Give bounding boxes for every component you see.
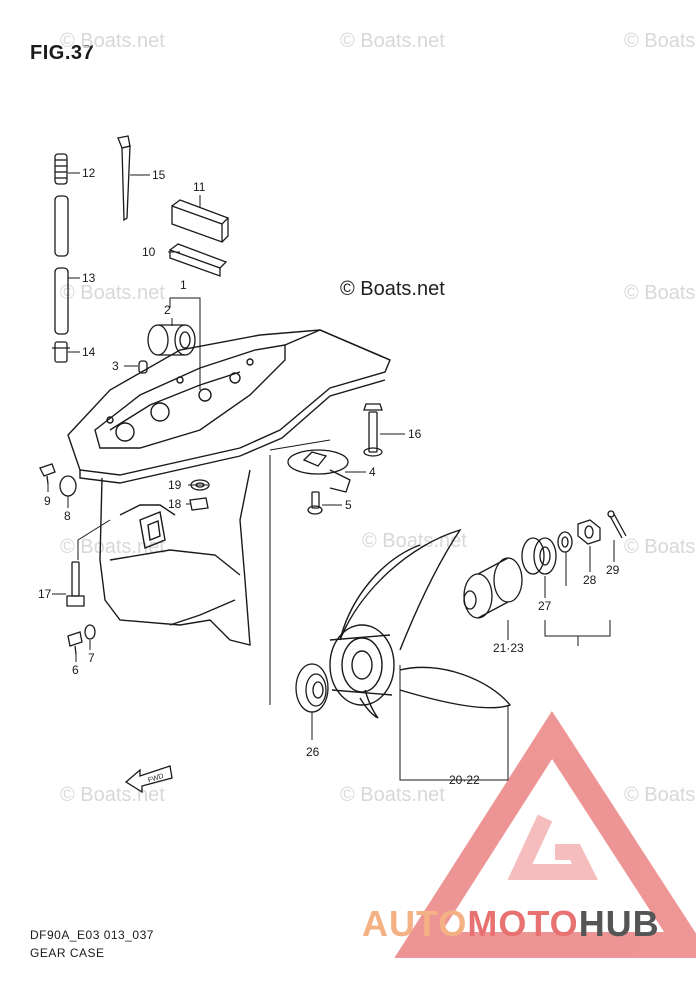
brand-wordmark: AUTOMOTOHUB <box>362 903 660 945</box>
trim-tab-icon <box>287 449 351 493</box>
callout-26: 28 <box>583 573 597 587</box>
callout-21-23: 21·23 <box>493 641 524 655</box>
anode-icon <box>189 497 209 511</box>
callout-17: 17 <box>38 587 52 601</box>
cotter-pin-icon <box>607 510 627 539</box>
shim-icon <box>169 243 228 277</box>
watermark: © Boats.net <box>624 536 696 558</box>
figure-title: FIG.37 <box>30 42 95 64</box>
bolt-icon <box>363 403 383 457</box>
watermark: © Boats.net <box>340 784 445 806</box>
gear-case-icon <box>67 329 391 646</box>
callout-4: 4 <box>369 465 376 479</box>
callout-2: 2 <box>164 303 171 317</box>
grommet-icon <box>52 341 70 363</box>
brand-part-1: AUTO <box>362 903 468 944</box>
block-icon <box>171 199 230 243</box>
bolt-icon <box>307 491 323 515</box>
watermark: © Boats.net <box>60 536 165 558</box>
callout-16: 16 <box>408 427 422 441</box>
callout-9: 9 <box>44 494 51 508</box>
nut-icon <box>577 519 601 545</box>
spacer-icon <box>521 537 557 575</box>
watermark: © Boats.net <box>60 282 165 304</box>
callout-6: 6 <box>72 663 79 677</box>
main-watermark: © Boats.net <box>340 278 445 300</box>
callout-3: 3 <box>112 359 119 373</box>
callout-1: 1 <box>180 278 187 292</box>
callout-14: 14 <box>82 345 96 359</box>
thrust-washer-icon <box>295 663 329 713</box>
spacer-icon <box>59 475 77 497</box>
hub-icon <box>463 557 523 619</box>
fwd-label: FWD <box>147 773 164 785</box>
callout-19: 19 <box>168 478 182 492</box>
diagram-name: GEAR CASE <box>30 946 105 960</box>
bolt-icon <box>39 463 56 485</box>
callout-20-22: 20·22 <box>449 773 480 787</box>
callout-25: 27 <box>538 599 552 613</box>
brand-part-2: MOTO <box>467 903 579 944</box>
watermark: © Boats.net <box>624 30 696 52</box>
plug-icon <box>54 153 68 185</box>
callout-5: 5 <box>345 498 352 512</box>
washer-icon <box>84 624 96 640</box>
diagram-code: DF90A_E03 013_037 <box>30 928 154 942</box>
watermark: © Boats.net <box>624 282 696 304</box>
propeller-icon <box>329 528 512 719</box>
callout-8: 8 <box>64 509 71 523</box>
bearing-icon <box>147 324 196 356</box>
bolt-icon <box>66 561 85 607</box>
callout-18: 18 <box>168 497 182 511</box>
callout-13: 13 <box>82 271 96 285</box>
brand-part-3: HUB <box>578 903 660 944</box>
callout-24: 26 <box>306 745 320 759</box>
watermark: © Boats.net <box>624 784 696 806</box>
leader-lines <box>47 172 615 781</box>
watermark: © Boats.net <box>362 530 467 552</box>
callout-7: 7 <box>88 651 95 665</box>
washer-icon <box>557 531 573 553</box>
callout-15: 15 <box>152 168 166 182</box>
dowel-pin-icon <box>138 360 148 374</box>
callout-10: 10 <box>142 245 156 259</box>
callout-11: 11 <box>193 180 206 194</box>
callout-27: 29 <box>606 563 620 577</box>
callout-12: 12 <box>82 166 96 180</box>
watermark: © Boats.net <box>340 30 445 52</box>
watermark: © Boats.net <box>60 30 165 52</box>
forward-arrow-icon: FWD <box>124 765 173 794</box>
water-tube-icon <box>54 195 69 335</box>
brand-logo-icon <box>394 710 696 958</box>
extension-rod-icon <box>117 135 131 222</box>
bolt-icon <box>67 631 83 655</box>
